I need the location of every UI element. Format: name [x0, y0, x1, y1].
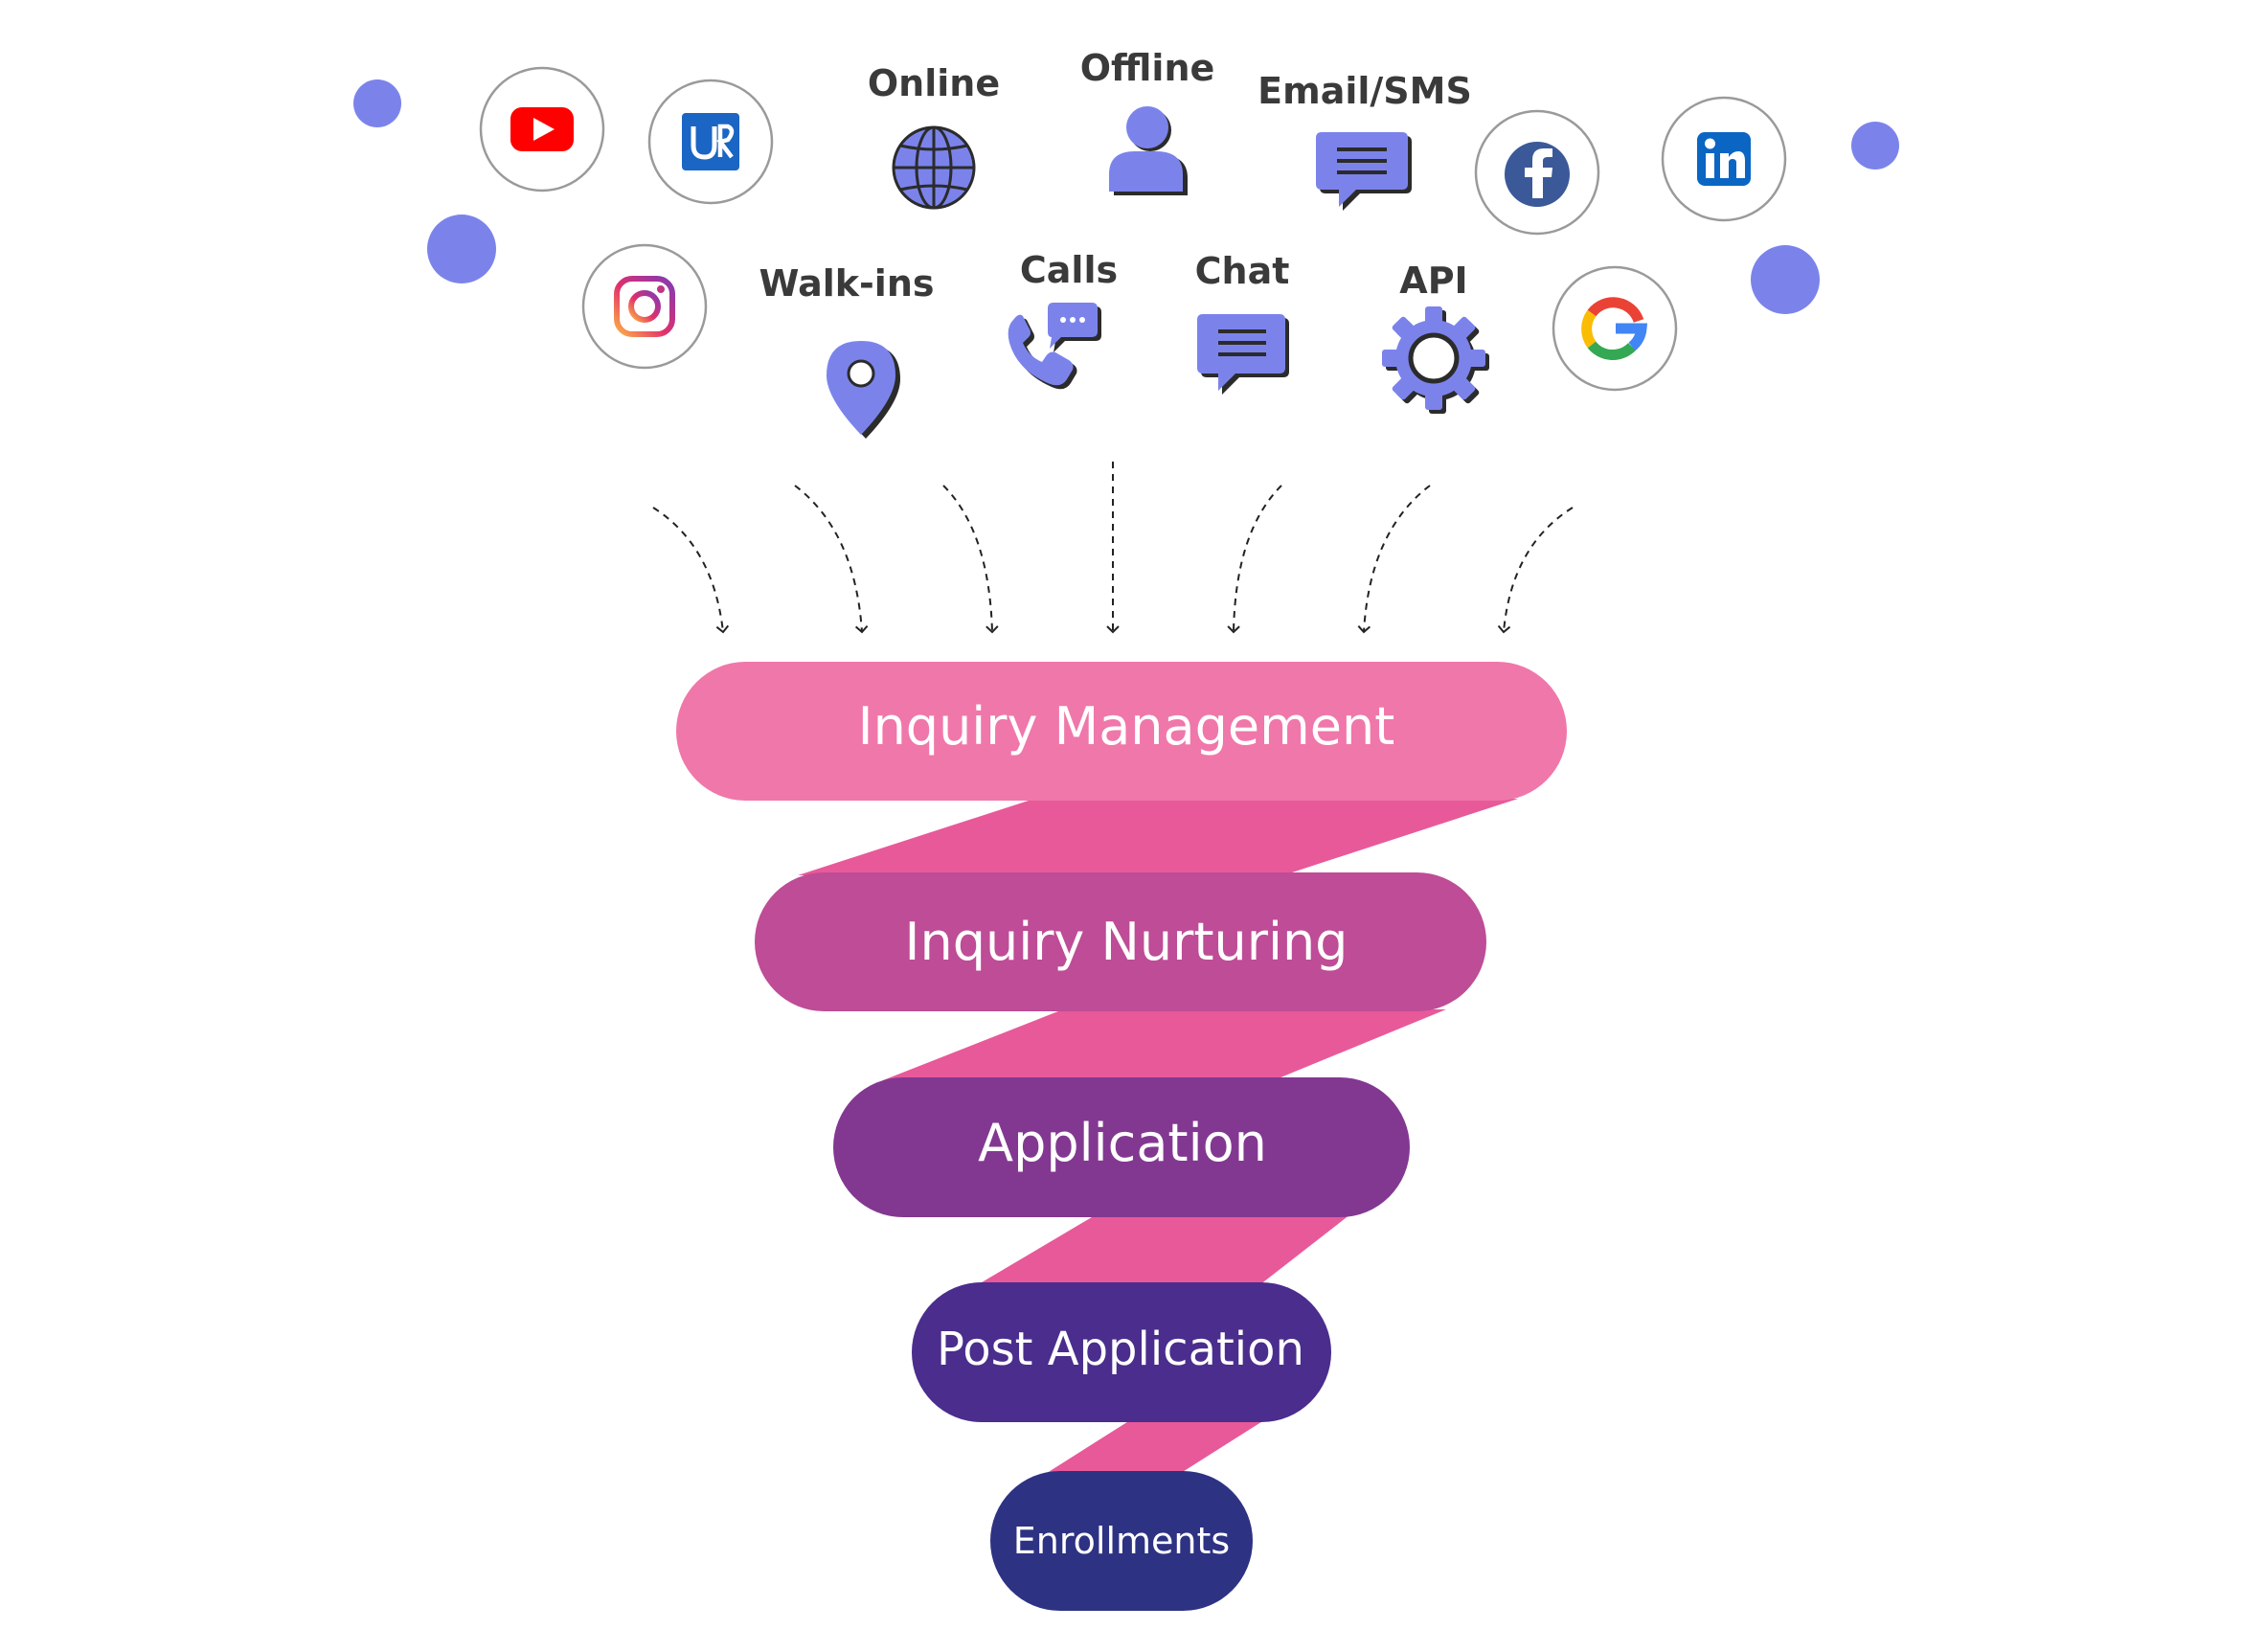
- channel-label-chat: Chat: [1195, 250, 1290, 292]
- funnel-ribbon: [1044, 1420, 1264, 1475]
- funnel-ribbon: [798, 799, 1518, 875]
- location-pin-icon: [827, 341, 900, 439]
- inflow-arrow: [1227, 485, 1282, 634]
- inflow-arrow: [942, 485, 999, 634]
- funnel-ribbon: [883, 1009, 1446, 1080]
- inflow-arrows: [652, 462, 1574, 634]
- stage-enrollments: Enrollments: [990, 1471, 1253, 1611]
- youtube-icon: [479, 66, 605, 192]
- funnel-ribbon: [977, 1214, 1350, 1285]
- decorative-dots: [353, 79, 1899, 314]
- stage-inquiry-management: Inquiry Management: [676, 662, 1567, 801]
- channel-label-api: API: [1399, 260, 1467, 302]
- google-icon: [1552, 265, 1678, 392]
- phone-call-icon: [1008, 303, 1101, 390]
- decorative-dot: [427, 215, 496, 283]
- inflow-arrow: [1357, 485, 1431, 634]
- chat-icon: [1197, 314, 1289, 395]
- channel-label-walk-ins: Walk-ins: [759, 262, 935, 305]
- globe-icon: [892, 125, 976, 210]
- inflow-arrow: [1497, 507, 1574, 634]
- stage-label: Inquiry Nurturing: [905, 912, 1348, 972]
- facebook-icon: [1474, 109, 1600, 236]
- stage-application: Application: [833, 1077, 1410, 1217]
- person-icon: [1109, 106, 1188, 195]
- funnel-ribbons: [798, 799, 1518, 1475]
- message-icon: [1316, 132, 1412, 211]
- linkedin-icon: [1661, 96, 1787, 222]
- channel-label-calls: Calls: [1020, 249, 1118, 291]
- inflow-arrow: [794, 485, 869, 634]
- channel-label-online: Online: [868, 62, 1000, 104]
- channel-label-email-sms: Email/SMS: [1257, 70, 1472, 112]
- uniapply-icon: [647, 79, 774, 205]
- stage-label: Inquiry Management: [858, 696, 1395, 757]
- funnel-stages: Inquiry Management Inquiry Nurturing App…: [676, 662, 1567, 1611]
- decorative-dot: [1851, 122, 1899, 170]
- instagram-icon: [581, 243, 708, 370]
- stage-label: Enrollments: [1013, 1520, 1230, 1562]
- decorative-dot: [353, 79, 401, 127]
- stage-inquiry-nurturing: Inquiry Nurturing: [755, 872, 1486, 1011]
- inflow-arrow: [652, 507, 730, 634]
- channel-labels: Online Offline Email/SMS Walk-ins Calls …: [759, 47, 1472, 305]
- stage-label: Post Application: [937, 1323, 1304, 1376]
- gear-icon: [1382, 306, 1489, 414]
- stage-label: Application: [978, 1113, 1267, 1173]
- channel-label-offline: Offline: [1080, 47, 1215, 89]
- decorative-dot: [1751, 245, 1820, 314]
- stage-post-application: Post Application: [912, 1282, 1331, 1422]
